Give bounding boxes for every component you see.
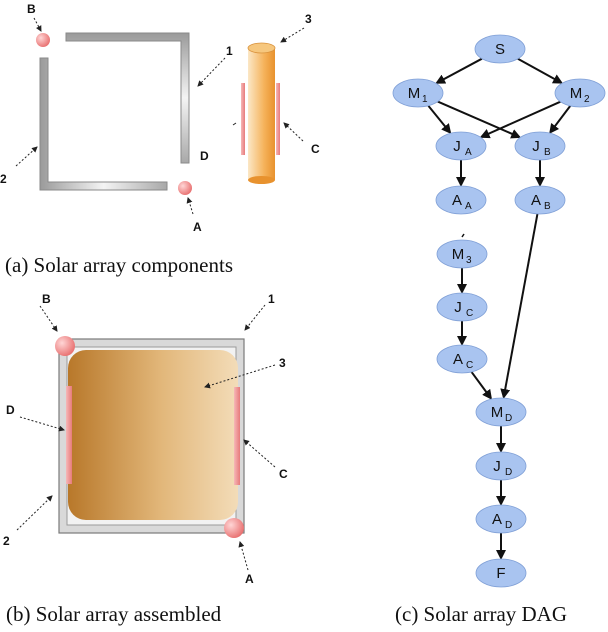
dag-edges <box>427 57 572 560</box>
caption-b: (b) Solar array assembled <box>6 602 222 626</box>
dag-node-label: A <box>531 192 541 209</box>
tube-top <box>247 42 276 54</box>
dag-node-label: M <box>491 404 504 421</box>
assembled-ball-b <box>55 336 75 356</box>
dag-node-label: S <box>495 41 505 58</box>
dag-node-shape <box>514 131 566 161</box>
label-a-c: C <box>311 142 320 156</box>
panel-tube-3 <box>248 48 275 180</box>
dag-node-label: M <box>570 85 583 102</box>
dag-node-subscript: B <box>544 147 551 158</box>
dag-node-label: J <box>532 138 540 155</box>
dag-node-shape <box>554 78 606 108</box>
dag-node-shape <box>435 185 487 215</box>
dag-edge-S-M2 <box>517 57 564 84</box>
label-b-d: D <box>6 403 15 417</box>
dag-edge-AB-MD <box>500 213 539 400</box>
dag-edge-M2-JA <box>479 100 561 139</box>
dag-node-shape <box>475 397 527 427</box>
dag-edge-M1-JB <box>437 100 522 139</box>
strip-right-c <box>276 83 280 155</box>
label-a-2: 2 <box>0 172 7 186</box>
dag-node-shape <box>475 451 527 481</box>
label-a-a: A <box>193 220 202 234</box>
dag-node-shape <box>436 344 488 374</box>
dag-node-label: M <box>408 85 421 102</box>
dag-node-subscript: D <box>505 520 512 531</box>
joint-ball-a <box>178 181 192 195</box>
dag-node-subscript: D <box>505 413 512 424</box>
label-a-d: D <box>200 149 209 163</box>
dag-node-subscript: B <box>544 201 551 212</box>
dag-edge-AC-MD <box>470 371 493 400</box>
dag-edge-M1-JA <box>427 105 452 135</box>
dag-node-S: S <box>474 34 526 64</box>
dag-node-label: A <box>492 511 502 528</box>
strip-left <box>241 83 245 155</box>
dag-node-label: A <box>452 192 462 209</box>
label-b-c: C <box>279 467 288 481</box>
dag-node-shape <box>436 239 488 269</box>
label-a-1: 1 <box>226 44 233 58</box>
label-b-a: A <box>245 572 254 586</box>
panel-a-components: B 1 3 2 D C A (a) Solar array components <box>0 2 320 277</box>
dag-node-subscript: 2 <box>584 94 590 105</box>
label-a-3: 3 <box>305 12 312 26</box>
label-b-3: 3 <box>279 356 286 370</box>
label-a-b: B <box>27 2 36 16</box>
dag-node-label: F <box>496 565 505 582</box>
tube-bottom <box>248 176 275 184</box>
panel-b-assembled: B 1 3 D C 2 A (b) Solar array assembled <box>3 292 288 626</box>
dag-node-label: A <box>453 351 463 368</box>
assembled-strip-d <box>66 386 72 484</box>
label-b-1: 1 <box>268 292 275 306</box>
label-b-2: 2 <box>3 534 10 548</box>
dag-node-shape <box>475 504 527 534</box>
caption-a: (a) Solar array components <box>5 253 233 277</box>
dag-node-shape <box>392 78 444 108</box>
assembled-strip-c <box>234 387 240 485</box>
dag-node-subscript: D <box>505 467 512 478</box>
dag-node-F: F <box>475 558 527 588</box>
assembled-ball-a <box>224 518 244 538</box>
dag-node-subscript: 1 <box>422 94 428 105</box>
frame-piece-2 <box>39 57 168 191</box>
label-b-b: B <box>42 292 51 306</box>
dag-node-shape <box>435 131 487 161</box>
dag-node-label: J <box>493 458 501 475</box>
dag-node-subscript: C <box>466 360 473 371</box>
assembled-panel-3 <box>68 350 238 520</box>
dag-node-shape <box>474 34 526 64</box>
joint-ball-b <box>36 33 50 47</box>
dag-node-shape <box>514 185 566 215</box>
dag-edge-M2-JB <box>549 105 572 134</box>
dag-node-label: J <box>453 138 461 155</box>
dag-node-subscript: A <box>465 147 472 158</box>
caption-c: (c) Solar array DAG <box>395 602 567 626</box>
dag-node-shape <box>436 292 488 322</box>
dag-node-subscript: C <box>466 308 473 319</box>
dag-node-label: M <box>452 246 465 263</box>
dag-node-subscript: A <box>465 201 472 212</box>
dag-node-subscript: 3 <box>466 255 472 266</box>
dag-edge-S-M1 <box>435 57 483 84</box>
frame-piece-1 <box>65 32 190 164</box>
dag-node-label: J <box>454 299 462 316</box>
dag-node-shape <box>475 558 527 588</box>
